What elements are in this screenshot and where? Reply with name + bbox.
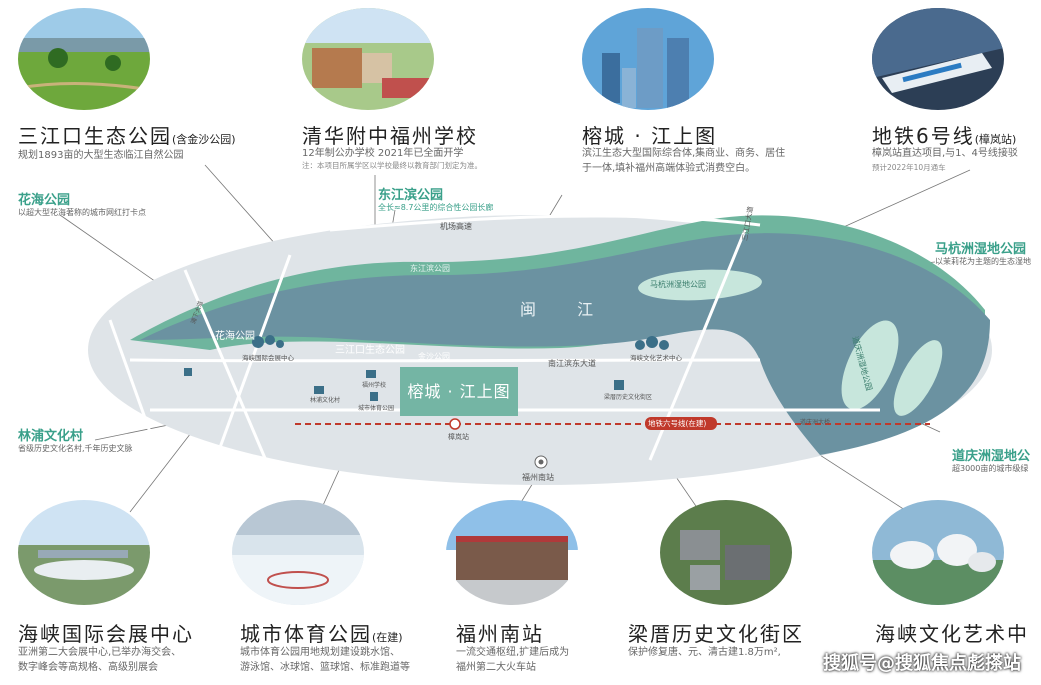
liangcuo-photo <box>660 500 792 605</box>
map-label-art: 海峡文化艺术中心 <box>630 354 682 362</box>
map-label-expo: 海峡国际会展中心 <box>242 354 294 362</box>
south-station-desc-1: 一流交通枢纽,扩建后成为 <box>456 647 570 658</box>
commerce-desc-2: 于一体,填补福州高端体验式消费空白。 <box>582 163 756 174</box>
map-label-zhanglan: 樟岚站 <box>448 433 469 441</box>
south-station-desc-2: 福州第二大火车站 <box>456 662 536 673</box>
expo-center-photo <box>18 500 150 605</box>
map-label-huahai: 花海公园 <box>215 331 255 342</box>
liangcuo-title: 梁厝历史文化街区 <box>628 622 804 646</box>
map-label-linpu: 林浦文化村 <box>310 397 341 404</box>
metro-note: 预计2022年10月通车 <box>872 163 946 172</box>
expo-desc-1: 亚洲第二大会展中心,已举办海交会、 <box>18 647 182 658</box>
map-label-mahang: 马杭洲湿地公园 <box>650 280 706 289</box>
map-label-nanjiang: 南江滨东大道 <box>548 359 596 368</box>
linpu-desc: 省级历史文化名村,千年历史文脉 <box>18 444 133 453</box>
art-center-title: 海峡文化艺术中 <box>875 622 1029 646</box>
sports-desc-1: 城市体育公园用地规划建设跳水馆、 <box>240 647 400 658</box>
river-label: 闽 江 <box>520 300 612 319</box>
sports-park-photo <box>232 500 364 605</box>
dongjiang-desc: 全长≈8.7公里的综合性公园长廊 <box>378 203 494 212</box>
mahang-desc: 以茉莉花为主题的生态湿地 <box>935 257 1031 266</box>
mahang-title: 马杭洲湿地公园 <box>935 242 1027 257</box>
liangcuo-desc-1: 保护修复唐、元、清古建1.8万m², <box>628 647 781 658</box>
daoqing-title: 道庆洲湿地公 <box>952 449 1031 464</box>
zhanglan-station-icon <box>449 418 461 430</box>
map-label-gym: 城市体育公园 <box>358 405 395 412</box>
art-center-photo <box>872 500 1004 605</box>
map-label-south-station: 福州南站 <box>522 473 554 482</box>
commerce-desc-1: 滨江生态大型国际综合体,集商业、商务、居住 <box>582 148 786 159</box>
expo-desc-2: 数字峰会等高规格、高级别展会 <box>18 662 158 673</box>
school-desc: 12年制公办学校 2021年已全面开学 <box>302 148 464 159</box>
south-station-photo <box>446 500 578 605</box>
map-label-airport: 机场高速 <box>440 222 472 231</box>
huahai-desc: 以超大型花海著称的城市网红打卡点 <box>18 208 146 217</box>
school-note: 注：本项目所属学区以学校最终以教育部门划定为准。 <box>302 161 482 170</box>
map-label-jinsha: 金沙公园 <box>418 352 450 361</box>
project-highlight-box[interactable]: 榕城 · 江上图 <box>400 367 518 416</box>
map-label-metro: 地铁六号线(在建) <box>648 419 707 428</box>
map-label-school: 福州学校 <box>362 382 387 389</box>
expo-title: 海峡国际会展中心 <box>18 622 194 646</box>
dongjiang-title: 东江滨公园 <box>378 188 444 203</box>
commerce-title: 榕城 · 江上图 <box>582 124 718 148</box>
map-label-bridge: 道庆洲大桥 <box>800 419 831 426</box>
school-photo <box>302 8 434 110</box>
sanjiangkou-title: 三江口生态公园(含金沙公园) <box>18 124 236 148</box>
map-label-sanjiangkou: 三江口生态公园 <box>335 345 405 356</box>
watermark: 搜狐号@搜狐焦点彪搽站 <box>823 653 1021 674</box>
sports-desc-2: 游泳馆、冰球馆、篮球馆、标准跑道等 <box>240 662 410 673</box>
huahai-title: 花海公园 <box>18 193 71 208</box>
sports-title: 城市体育公园(在建) <box>240 622 403 646</box>
metro-desc: 樟岚站直达项目,与1、4号线接驳 <box>872 148 1018 159</box>
daoqing-desc: 超3000亩的城市级绿 <box>952 464 1029 473</box>
commerce-complex-photo <box>582 8 714 110</box>
linpu-title: 林浦文化村 <box>18 429 84 444</box>
map-label-dongjiang: 东江滨公园 <box>410 264 450 273</box>
metro-train-photo <box>872 8 1004 110</box>
map-label-liangcuo: 梁厝历史文化街区 <box>604 394 653 401</box>
school-title: 清华附中福州学校 <box>302 124 478 148</box>
metro-title: 地铁6号线(樟岚站) <box>872 124 1017 148</box>
sanjiangkou-park-photo <box>18 8 150 110</box>
sanjiangkou-desc: 规划1893亩的大型生态临江自然公园 <box>18 150 184 161</box>
south-station-title: 福州南站 <box>456 622 544 646</box>
